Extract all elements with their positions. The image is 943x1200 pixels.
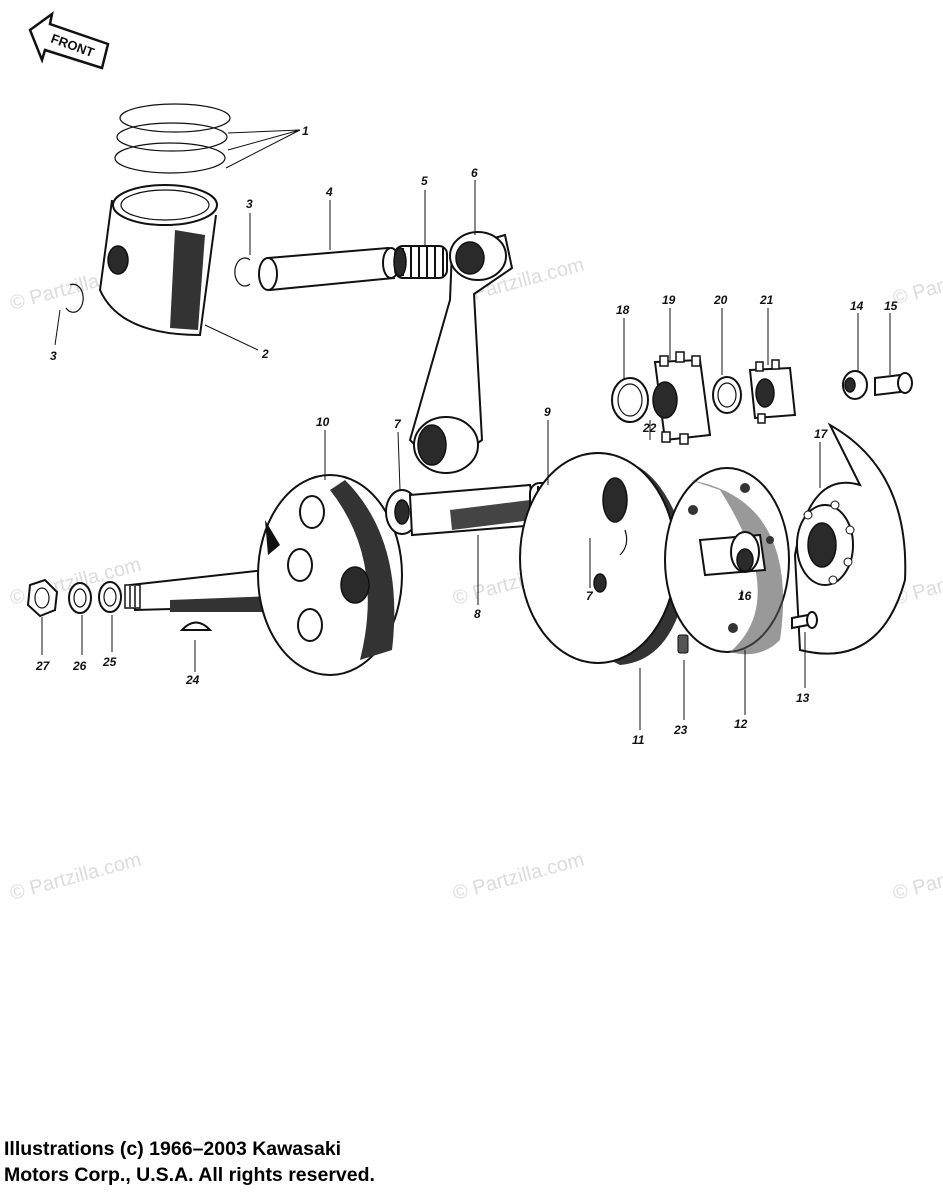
copyright-line-1: Illustrations (c) 1966–2003 Kawasaki <box>4 1138 342 1160</box>
callout-10: 10 <box>316 415 330 429</box>
watermark: © Partzilla.com <box>891 254 943 310</box>
watermark: © Partzilla.com <box>891 849 943 905</box>
callout-18: 18 <box>616 303 630 317</box>
callout-23: 23 <box>673 723 688 737</box>
callout-19: 19 <box>662 293 676 307</box>
callout-9: 9 <box>544 405 551 419</box>
callout-16: 16 <box>738 589 752 603</box>
callout-15: 15 <box>884 299 898 313</box>
front-arrow: FRONT <box>28 11 110 70</box>
crank-half-right <box>519 452 690 665</box>
callout-6: 6 <box>471 166 478 180</box>
callout-7: 7 <box>394 417 402 431</box>
callout-3: 3 <box>50 349 57 363</box>
callout-4: 4 <box>325 185 333 199</box>
gear-cluster <box>611 351 797 445</box>
rotor-disc <box>664 467 790 655</box>
leader-lines <box>41 180 891 730</box>
callout-21: 21 <box>759 293 774 307</box>
callout-17: 17 <box>814 427 829 441</box>
callout-22: 22 <box>642 421 657 435</box>
callout-5: 5 <box>421 174 428 188</box>
washers-and-nut <box>26 578 122 618</box>
piston-pin <box>258 246 400 292</box>
callout-20: 20 <box>713 293 728 307</box>
watermark: © Partzilla.com <box>451 849 587 905</box>
callout-11: 11 <box>632 733 645 747</box>
callout-7: 7 <box>586 589 594 603</box>
callout-27: 27 <box>35 659 51 673</box>
callout-1: 1 <box>302 124 309 138</box>
callout-24: 24 <box>185 673 200 687</box>
callout-2: 2 <box>261 347 269 361</box>
flywheel-plate <box>793 422 907 655</box>
copyright-line-2: Motors Corp., U.S.A. All rights reserved… <box>4 1164 375 1186</box>
callout-14: 14 <box>850 299 864 313</box>
callout-26: 26 <box>72 659 87 673</box>
callout-12: 12 <box>734 717 748 731</box>
screw-and-pin <box>677 611 818 654</box>
small-end-bearing <box>393 245 448 279</box>
callout-labels: 1 2 3 3 4 5 6 7 7 8 9 10 11 12 13 14 15 … <box>35 124 898 747</box>
callout-3: 3 <box>246 197 253 211</box>
callout-25: 25 <box>102 655 117 669</box>
watermark: © Partzilla.com <box>8 849 144 905</box>
callout-13: 13 <box>796 691 810 705</box>
nut-and-bolt <box>842 370 913 400</box>
woodruff-key <box>179 621 213 631</box>
piston-rings <box>114 103 301 174</box>
copyright-notice: Illustrations (c) 1966–2003 Kawasaki Mot… <box>4 1136 375 1188</box>
circlips <box>65 257 251 313</box>
connecting-rod <box>408 231 514 474</box>
piston <box>98 184 259 351</box>
crank-half-left <box>124 474 403 676</box>
callout-8: 8 <box>474 607 481 621</box>
